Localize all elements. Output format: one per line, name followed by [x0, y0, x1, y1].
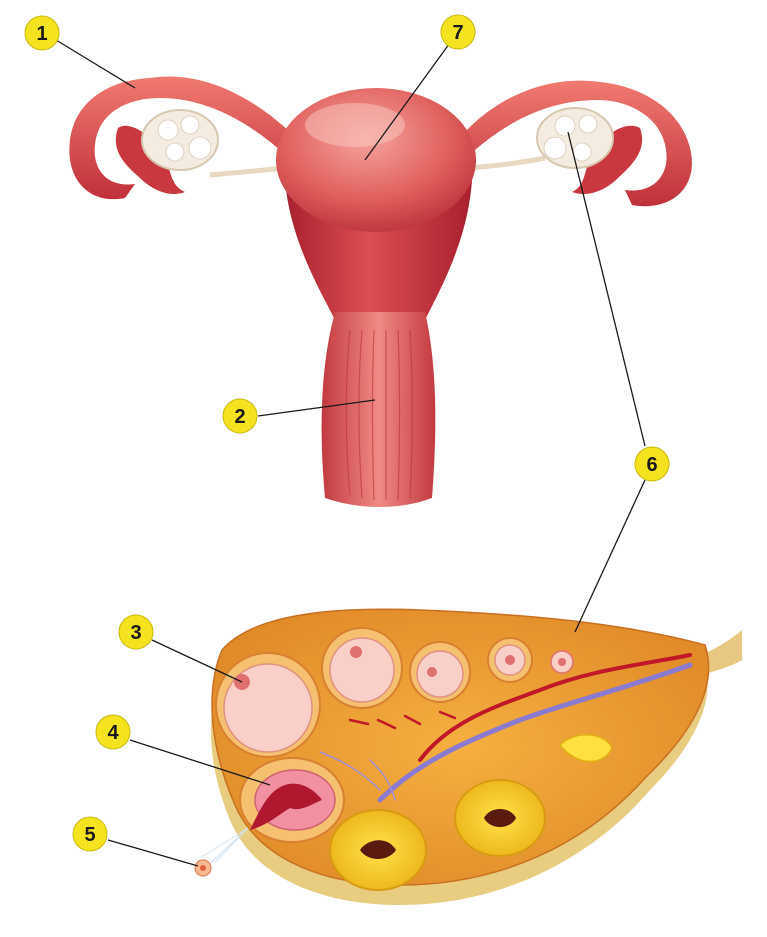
- follicle-primordial: [550, 650, 574, 674]
- label-badge-2: 2: [222, 398, 258, 434]
- right-fallopian-tube: [465, 80, 692, 207]
- leader-3: [151, 639, 243, 683]
- corpus-luteum-right: [454, 779, 546, 857]
- blood-vessels: [319, 653, 693, 803]
- left-ovary-follicle: [180, 115, 200, 135]
- label-text-2: 2: [234, 406, 245, 428]
- left-ovary-follicle: [157, 119, 179, 141]
- label-text-7: 7: [452, 22, 463, 44]
- right-fimbriae: [572, 125, 643, 195]
- follicle-large: [215, 652, 321, 758]
- uterus-illustration: [69, 76, 692, 507]
- label-text-5: 5: [84, 824, 95, 846]
- right-ovarian-ligament: [467, 155, 546, 171]
- leader-6-lower: [574, 479, 646, 633]
- leader-lines: [55, 39, 646, 867]
- leader-5: [107, 839, 199, 867]
- leader-1: [55, 39, 136, 89]
- leader-7: [364, 39, 453, 161]
- rupturing-follicle: [239, 757, 345, 843]
- right-ovary-follicle: [554, 115, 576, 137]
- label-text-6: 6: [646, 454, 657, 476]
- right-ovary-follicle: [578, 114, 598, 134]
- label-text-1: 1: [36, 23, 47, 45]
- follicle-smaller: [487, 637, 533, 683]
- corpus-luteum-left: [329, 809, 427, 891]
- label-text-4: 4: [107, 722, 119, 744]
- left-ovary-follicle: [188, 136, 212, 160]
- follicle-medium: [321, 627, 403, 709]
- label-badge-6: 6: [634, 446, 670, 482]
- label-badge-7: 7: [440, 14, 476, 50]
- right-ovary-follicle: [543, 136, 567, 160]
- left-ovary-follicle: [165, 142, 185, 162]
- leader-4: [129, 739, 271, 786]
- label-badge-5: 5: [72, 816, 108, 852]
- left-ovarian-ligament: [209, 165, 286, 178]
- leader-6-upper: [567, 131, 646, 447]
- label-badge-3: 3: [118, 614, 154, 650]
- label-badge-1: 1: [24, 15, 60, 51]
- label-badge-4: 4: [95, 714, 131, 750]
- follicle-small: [409, 641, 471, 703]
- vagina-ridges: [345, 329, 413, 501]
- label-text-3: 3: [130, 622, 141, 644]
- released-oocyte: [194, 827, 249, 877]
- vagina: [321, 312, 436, 507]
- leader-2: [257, 399, 376, 417]
- left-fallopian-tube: [69, 76, 290, 200]
- corpus-albicans: [558, 734, 613, 763]
- right-ovary-follicle: [572, 142, 592, 162]
- ovary-cross-section: [194, 608, 742, 905]
- fundus-highlight: [305, 103, 405, 147]
